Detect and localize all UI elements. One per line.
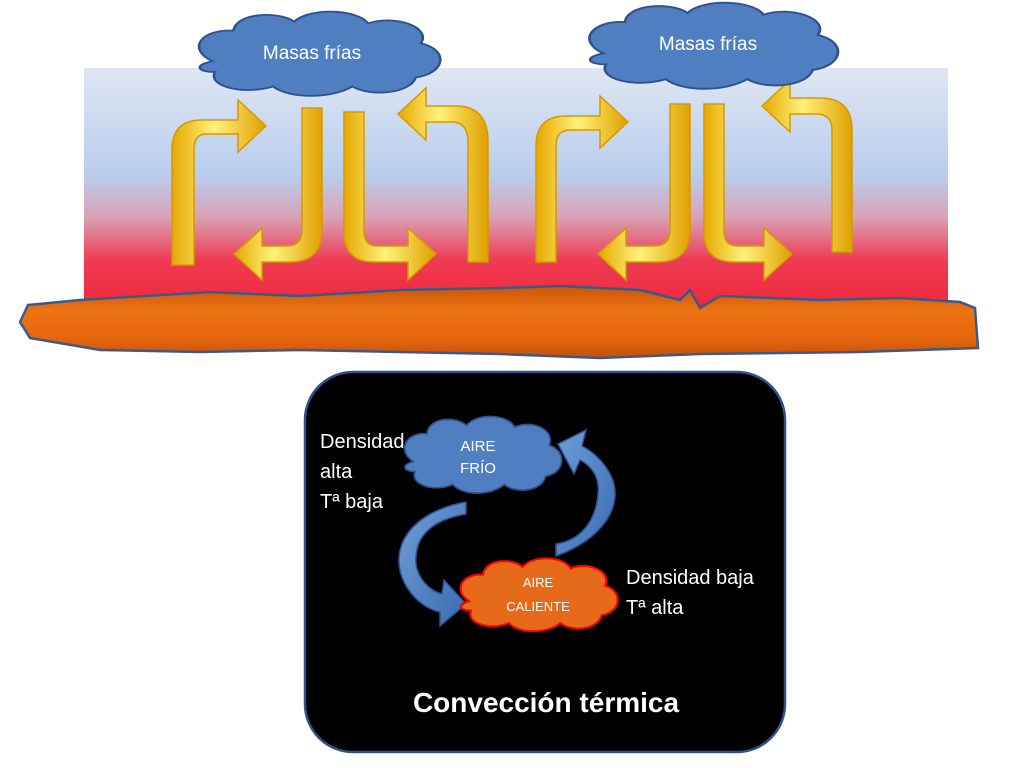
up-arrow-icon	[396, 86, 489, 263]
sinking-arrow-icon	[398, 501, 468, 628]
hot-air-label-line2: CALIENTE	[506, 599, 570, 614]
hot-air-cloud	[459, 557, 619, 633]
ground-slab	[18, 284, 980, 360]
down-arrow-icon	[232, 107, 323, 282]
hot-air-label-line1: AIRE	[523, 575, 554, 590]
cold-mass-label-left: Masas frías	[263, 43, 361, 64]
cold-air-label-line2: FRÍO	[460, 460, 496, 477]
rising-arrow-icon	[555, 428, 616, 558]
panel-title: Convección térmica	[413, 687, 680, 718]
down-arrow-icon	[343, 111, 438, 282]
up-arrow-icon	[171, 98, 268, 266]
up-arrow-icon	[535, 94, 630, 263]
up-arrow-icon	[760, 78, 853, 253]
cold-desc-line1: Densidad	[320, 431, 405, 453]
cold-desc-line3: Tª baja	[320, 491, 384, 513]
cold-desc-line2: alta	[320, 461, 353, 483]
hot-desc-line1: Densidad baja	[626, 567, 755, 589]
golden-convection-arrows	[171, 78, 853, 282]
hot-desc-line2: Tª alta	[626, 597, 684, 619]
down-arrow-icon	[703, 103, 794, 282]
down-arrow-icon	[596, 103, 691, 282]
cold-mass-label-right: Masas frías	[659, 34, 757, 55]
cold-air-label-line1: AIRE	[460, 438, 495, 455]
